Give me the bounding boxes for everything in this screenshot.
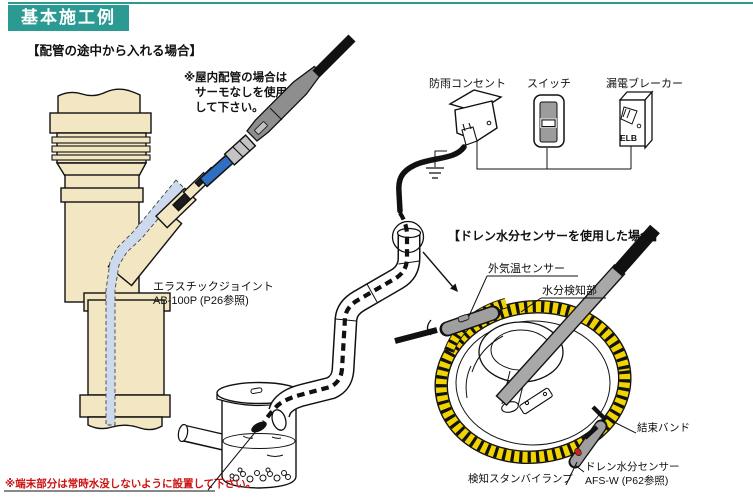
indoor-note-line2: サーモなしを使用 [195, 85, 287, 99]
cable-tie-leader [601, 415, 637, 434]
detail-arrow-line [422, 251, 454, 288]
pipe-ring [51, 154, 151, 161]
vertical-pipe-with-y-joint [49, 88, 216, 431]
elastic-joint-label: エラスチックジョイント [153, 280, 274, 293]
thermostat-notch [254, 121, 268, 135]
elb-text: ELB [620, 133, 637, 143]
bracket-hole [524, 400, 530, 406]
drain-pan-detail: 外気温センサー 水分検知部 結束バンド 検知スタンバイランプ ドレン水分センサー… [394, 224, 690, 487]
temp-sensor-leader [468, 275, 578, 317]
indoor-note-line1: ※屋内配管の場合は [184, 70, 288, 84]
outlet-screw [486, 120, 492, 126]
inner-heater-cable [105, 179, 185, 426]
pipe-opening [396, 227, 422, 239]
cable-tie-label: 結束バンド [637, 421, 690, 434]
sensor-cable-black-end [612, 224, 660, 277]
water-surface [222, 433, 296, 449]
drain-sensor-leader [574, 464, 585, 473]
page-title: 基本施工例 [8, 5, 129, 31]
standby-lamp-label: 検知スタンバイランプ [468, 472, 573, 485]
breaker-icon: ELB [618, 90, 654, 150]
breaker-label: 漏電ブレーカー [606, 76, 683, 90]
clamp-detail [232, 140, 251, 158]
cable-end-tip [251, 421, 267, 433]
outlet-icon [448, 89, 503, 146]
pipe-torn-bottom [87, 416, 163, 431]
elastic-joint-model: AB-100P (P26参照) [153, 293, 249, 307]
breaker-dot [636, 123, 642, 129]
pipe-ring [51, 145, 151, 153]
sensor-bracket [519, 387, 553, 415]
pipe-taper [55, 162, 148, 177]
cup-inlet-hole [271, 409, 287, 431]
warning-leader [207, 429, 258, 491]
caption-drain-sensor: 【ドレン水分センサーを使用した場合】 [448, 228, 664, 243]
power-cord [396, 144, 467, 214]
side-pipe-cap [177, 423, 189, 443]
outdoor-temp-sensor-body [442, 307, 498, 335]
pipe-bottom-flange [79, 394, 171, 418]
pipe-coupling [60, 187, 144, 203]
pipe-ring [51, 136, 151, 144]
plug-prongs [462, 122, 472, 132]
caption-mid-pipe: 【配管の途中から入れる場合】 [27, 43, 202, 58]
switch-label: スイッチ [527, 77, 571, 90]
power-circuit: 防雨コンセント スイッチ 漏電ブレーカー [396, 76, 683, 214]
s-drain-pipe [268, 227, 422, 420]
lid-slot [250, 387, 263, 394]
circuit-wires [476, 141, 632, 170]
plug [461, 126, 478, 146]
standby-lamp-led [574, 447, 582, 457]
black-lead-cable [312, 34, 356, 78]
breaker-side [644, 90, 653, 150]
heater-cable-assembly [198, 34, 356, 188]
drain-sensor-model-label: AFS-W (P62参照) [585, 474, 668, 487]
outlet-label: 防雨コンセント [429, 76, 506, 90]
thermostat-seam [269, 107, 283, 121]
drain-sensor-label: ドレン水分センサー [585, 461, 680, 473]
flow-swirls [465, 335, 504, 399]
water-marks [242, 435, 284, 457]
pipe-flange [49, 112, 152, 134]
pan-inner-rim [455, 320, 611, 446]
cable-break-mark [426, 319, 432, 336]
pipe-torn-top [57, 88, 141, 115]
top-rule [8, 2, 753, 4]
bracket-hole [542, 391, 548, 397]
cable-clamp [225, 136, 255, 164]
indoor-note-line3: して下さい。 [195, 101, 264, 114]
outdoor-temp-sensor-label: 外気温センサー [488, 261, 565, 275]
standby-lamp-leader [565, 461, 578, 486]
moisture-detection-coil [434, 299, 632, 465]
terminal-warning-note: ※端末部分は常時水没しないように設置して下さい。 [5, 477, 256, 490]
sensor-lead [394, 327, 438, 344]
heater-cable-dashed [262, 211, 410, 424]
switch-toggle [541, 119, 556, 127]
breaker-lever-stripes [622, 108, 631, 119]
sensor-cable [497, 265, 624, 405]
temp-sensor-window [457, 314, 470, 323]
switch-icon [533, 94, 565, 148]
detail-highlight-circle [391, 220, 425, 254]
pipe-lower [87, 299, 165, 396]
cable-tie-bands [583, 405, 608, 440]
moisture-leader [520, 297, 606, 313]
ground-icon [426, 167, 444, 179]
gravel [229, 467, 291, 483]
blue-heater-cable [201, 153, 235, 186]
detail-arrow-head [450, 283, 458, 292]
moisture-detector-label: 水分検知部 [542, 283, 597, 297]
